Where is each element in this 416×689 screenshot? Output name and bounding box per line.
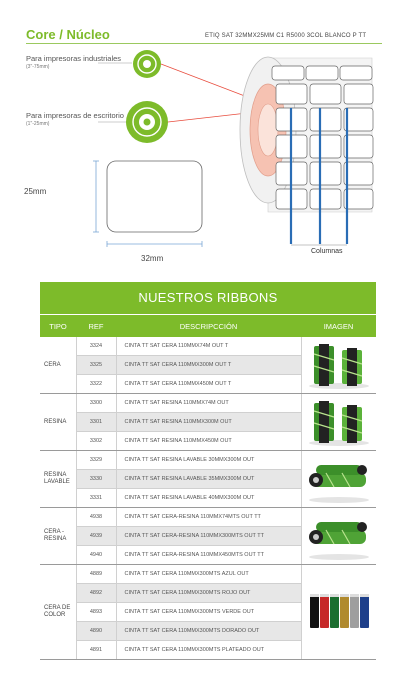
ref-cell: 3324 <box>75 337 117 356</box>
product-image-cell <box>300 564 376 660</box>
ref-cell: 4939 <box>75 526 117 546</box>
tipo-cell: RESINA <box>40 393 76 451</box>
description-cell: CINTA TT SAT CERA 110MMX300MTS DORADO OU… <box>116 621 301 641</box>
label-roll-diagram <box>93 50 374 247</box>
color-ribbon-rolls-image <box>309 594 369 628</box>
description-cell: CINTA TT SAT CERA-RESINA 110MMX74MTS OUT… <box>116 507 301 527</box>
industrial-core-text: Para impresoras industriales <box>26 54 122 63</box>
label-dimension-drawing <box>93 160 203 247</box>
description-cell: CINTA TT SAT RESINA LAVABLE 40MMX300M OU… <box>116 488 301 508</box>
ribbon-rolls-green-image <box>308 344 369 389</box>
description-cell: CINTA TT SAT CERA 110MMX300MTS PLATEADO … <box>116 640 301 660</box>
ref-cell: 3302 <box>75 431 117 451</box>
description-cell: CINTA TT SAT CERA-RESINA 110MMX300MTS OU… <box>116 526 301 546</box>
industrial-core-icon <box>133 50 161 78</box>
ribbons-table-title: NUESTROS RIBBONS <box>40 282 376 314</box>
ribbon-rolls-lying-image <box>308 465 369 503</box>
description-cell: CINTA TT SAT RESINA 110MMX450M OUT <box>116 431 301 451</box>
product-image-cell <box>300 450 376 508</box>
ribbon-rolls-green-image <box>308 401 369 446</box>
desktop-core-icon <box>126 101 168 143</box>
ribbon-rolls-lying-image <box>308 522 369 560</box>
industrial-pointer-line <box>160 63 251 99</box>
description-cell: CINTA TT SAT CERA-RESINA 110MMX450MTS OU… <box>116 545 301 565</box>
label-width: 32mm <box>141 254 164 263</box>
ref-cell: 4890 <box>75 621 117 641</box>
desktop-core-text: Para impresoras de escritorio <box>26 111 124 120</box>
ref-cell: 3329 <box>75 450 117 470</box>
ref-cell: 3331 <box>75 488 117 508</box>
product-image-cell <box>300 337 376 394</box>
description-cell: CINTA TT SAT CERA 110MMX450M OUT T <box>116 374 301 394</box>
ribbons-table-section: NUESTROS RIBBONS TIPO REF DESCRIPCCIÓN I… <box>40 282 376 660</box>
product-image-cell <box>300 393 376 451</box>
header-imagen: IMAGEN <box>301 314 376 337</box>
header-tipo: TIPO <box>40 314 76 337</box>
description-cell: CINTA TT SAT RESINA LAVABLE 35MMX300M OU… <box>116 469 301 489</box>
product-image-cell <box>300 507 376 565</box>
ref-cell: 3325 <box>75 355 117 375</box>
description-cell: CINTA TT SAT CERA 110MMX300MTS VERDE OUT <box>116 602 301 622</box>
description-cell: CINTA TT SAT CERA 110MMX300M OUT T <box>116 355 301 375</box>
tipo-cell: CERA DE COLOR <box>40 564 76 660</box>
ref-cell: 4891 <box>75 640 117 660</box>
tipo-cell: CERA <box>40 337 76 394</box>
ref-cell: 3300 <box>75 393 117 413</box>
desktop-core-size: (1"-25mm) <box>26 120 50 127</box>
ref-cell: 4889 <box>75 564 117 584</box>
desktop-core-label: Para impresoras de escritorio (1"-25mm) <box>26 111 124 127</box>
description-cell: CINTA TT SAT CERA 110MMX74M OUT T <box>116 337 301 356</box>
columns-label: Columnas <box>311 248 343 255</box>
header-descripcion: DESCRIPCCIÓN <box>116 314 301 337</box>
ref-cell: 4892 <box>75 583 117 603</box>
ref-cell: 4938 <box>75 507 117 527</box>
tipo-cell: CERA - RESINA <box>40 507 76 565</box>
table-header-row: TIPO REF DESCRIPCCIÓN IMAGEN <box>40 314 376 337</box>
ref-cell: 3330 <box>75 469 117 489</box>
description-cell: CINTA TT SAT CERA 110MMX300MTS ROJO OUT <box>116 583 301 603</box>
industrial-core-label: Para impresoras industriales (3"-75mm) <box>26 54 122 70</box>
ref-cell: 4940 <box>75 545 117 565</box>
tipo-cell: RESINA LAVABLE <box>40 450 76 508</box>
industrial-core-size: (3"-75mm) <box>26 63 50 70</box>
description-cell: CINTA TT SAT RESINA 110MMX74M OUT <box>116 393 301 413</box>
ref-cell: 4893 <box>75 602 117 622</box>
description-cell: CINTA TT SAT RESINA LAVABLE 30MMX300M OU… <box>116 450 301 470</box>
title-divider <box>26 43 382 44</box>
label-height: 25mm <box>24 187 47 196</box>
label-roll-illustration <box>239 56 374 246</box>
ref-cell: 3322 <box>75 374 117 394</box>
description-cell: CINTA TT SAT RESINA 110MMX300M OUT <box>116 412 301 432</box>
description-cell: CINTA TT SAT CERA 110MMX300MTS AZUL OUT <box>116 564 301 584</box>
product-name: ETIQ SAT 32MMX25MM C1 R5000 3COL BLANCO … <box>205 33 367 39</box>
ref-cell: 3301 <box>75 412 117 432</box>
header-ref: REF <box>76 314 116 337</box>
page-title: Core / Núcleo <box>26 27 110 42</box>
